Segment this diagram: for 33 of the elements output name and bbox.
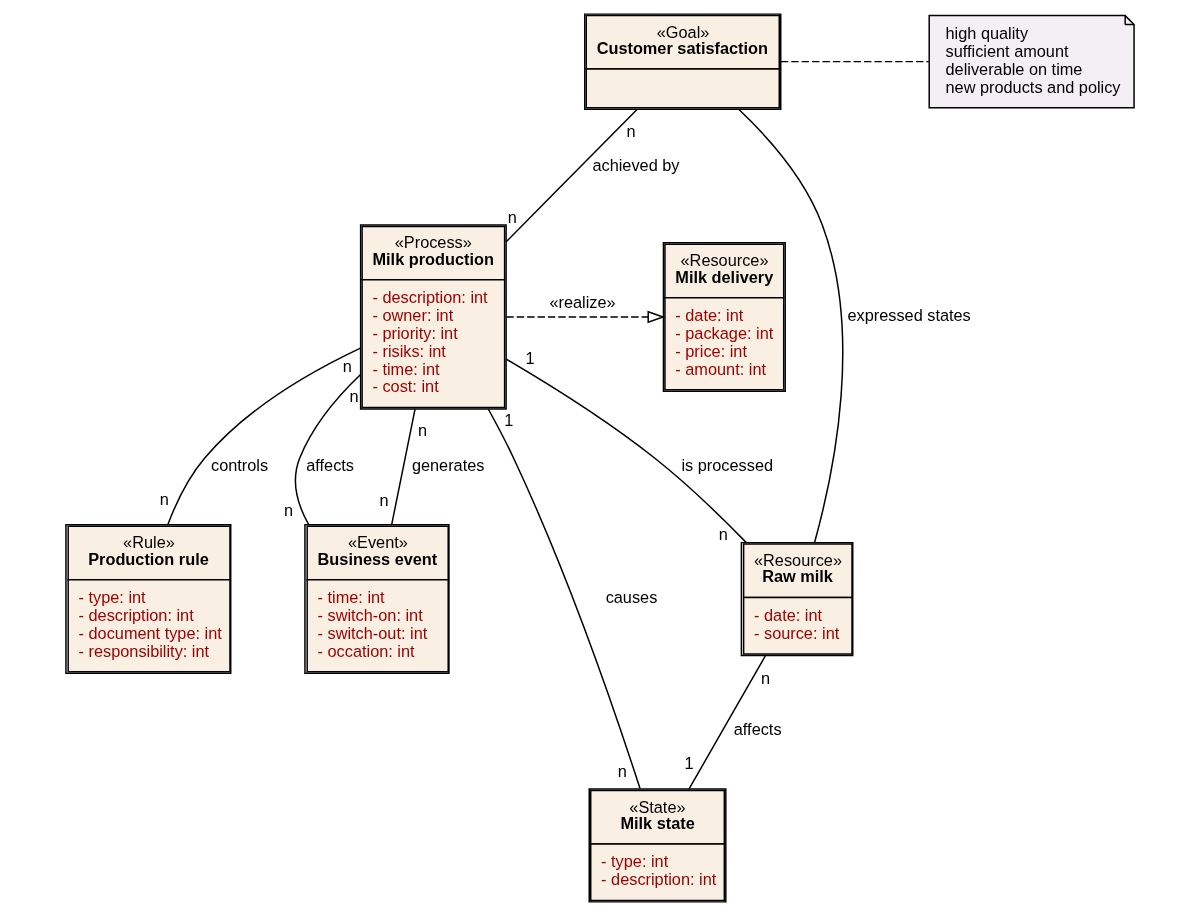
- label: 1: [684, 754, 694, 773]
- connector: [737, 108, 844, 544]
- connector: [780, 60, 930, 63]
- label: n: [507, 207, 517, 226]
- connector: [390, 408, 416, 526]
- connector: [487, 408, 641, 790]
- label: 1: [504, 410, 514, 429]
- connector: [688, 655, 767, 790]
- label: n: [379, 491, 389, 510]
- label: n: [349, 386, 359, 405]
- arrow: [505, 310, 666, 324]
- label: n: [718, 525, 728, 544]
- edge-label: controls: [211, 456, 269, 475]
- edge-label: affects: [306, 456, 355, 475]
- edge-label: achieved by: [592, 156, 680, 175]
- label: n: [617, 761, 627, 780]
- label: n: [342, 356, 352, 375]
- connector: [294, 374, 362, 526]
- label: 1: [525, 348, 535, 367]
- connector: [167, 347, 362, 526]
- label: n: [159, 490, 169, 509]
- label: n: [418, 420, 428, 439]
- label: n: [760, 668, 771, 687]
- connector: [505, 108, 638, 243]
- edge-label: affects: [733, 720, 782, 739]
- label: n: [626, 121, 636, 140]
- label: n: [284, 501, 294, 520]
- edge-label: is processed: [681, 456, 774, 475]
- edge-label: causes: [605, 588, 658, 607]
- edge-label: expressed states: [847, 306, 971, 325]
- edge-label: «realize»: [549, 292, 616, 311]
- edge-label: generates: [411, 456, 485, 475]
- connector: [505, 358, 747, 544]
